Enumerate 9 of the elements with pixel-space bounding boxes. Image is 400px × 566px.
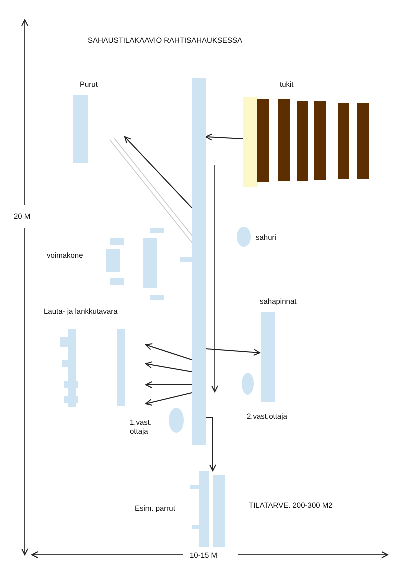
arrow: [146, 382, 192, 388]
arrow: [206, 134, 244, 141]
arrow: [206, 418, 216, 472]
arrow: [146, 362, 192, 372]
arrow: [146, 344, 192, 360]
arrow: [146, 392, 192, 406]
arrow: [124, 136, 192, 208]
conveyor-bar: [192, 78, 206, 445]
arrow: [206, 348, 260, 356]
